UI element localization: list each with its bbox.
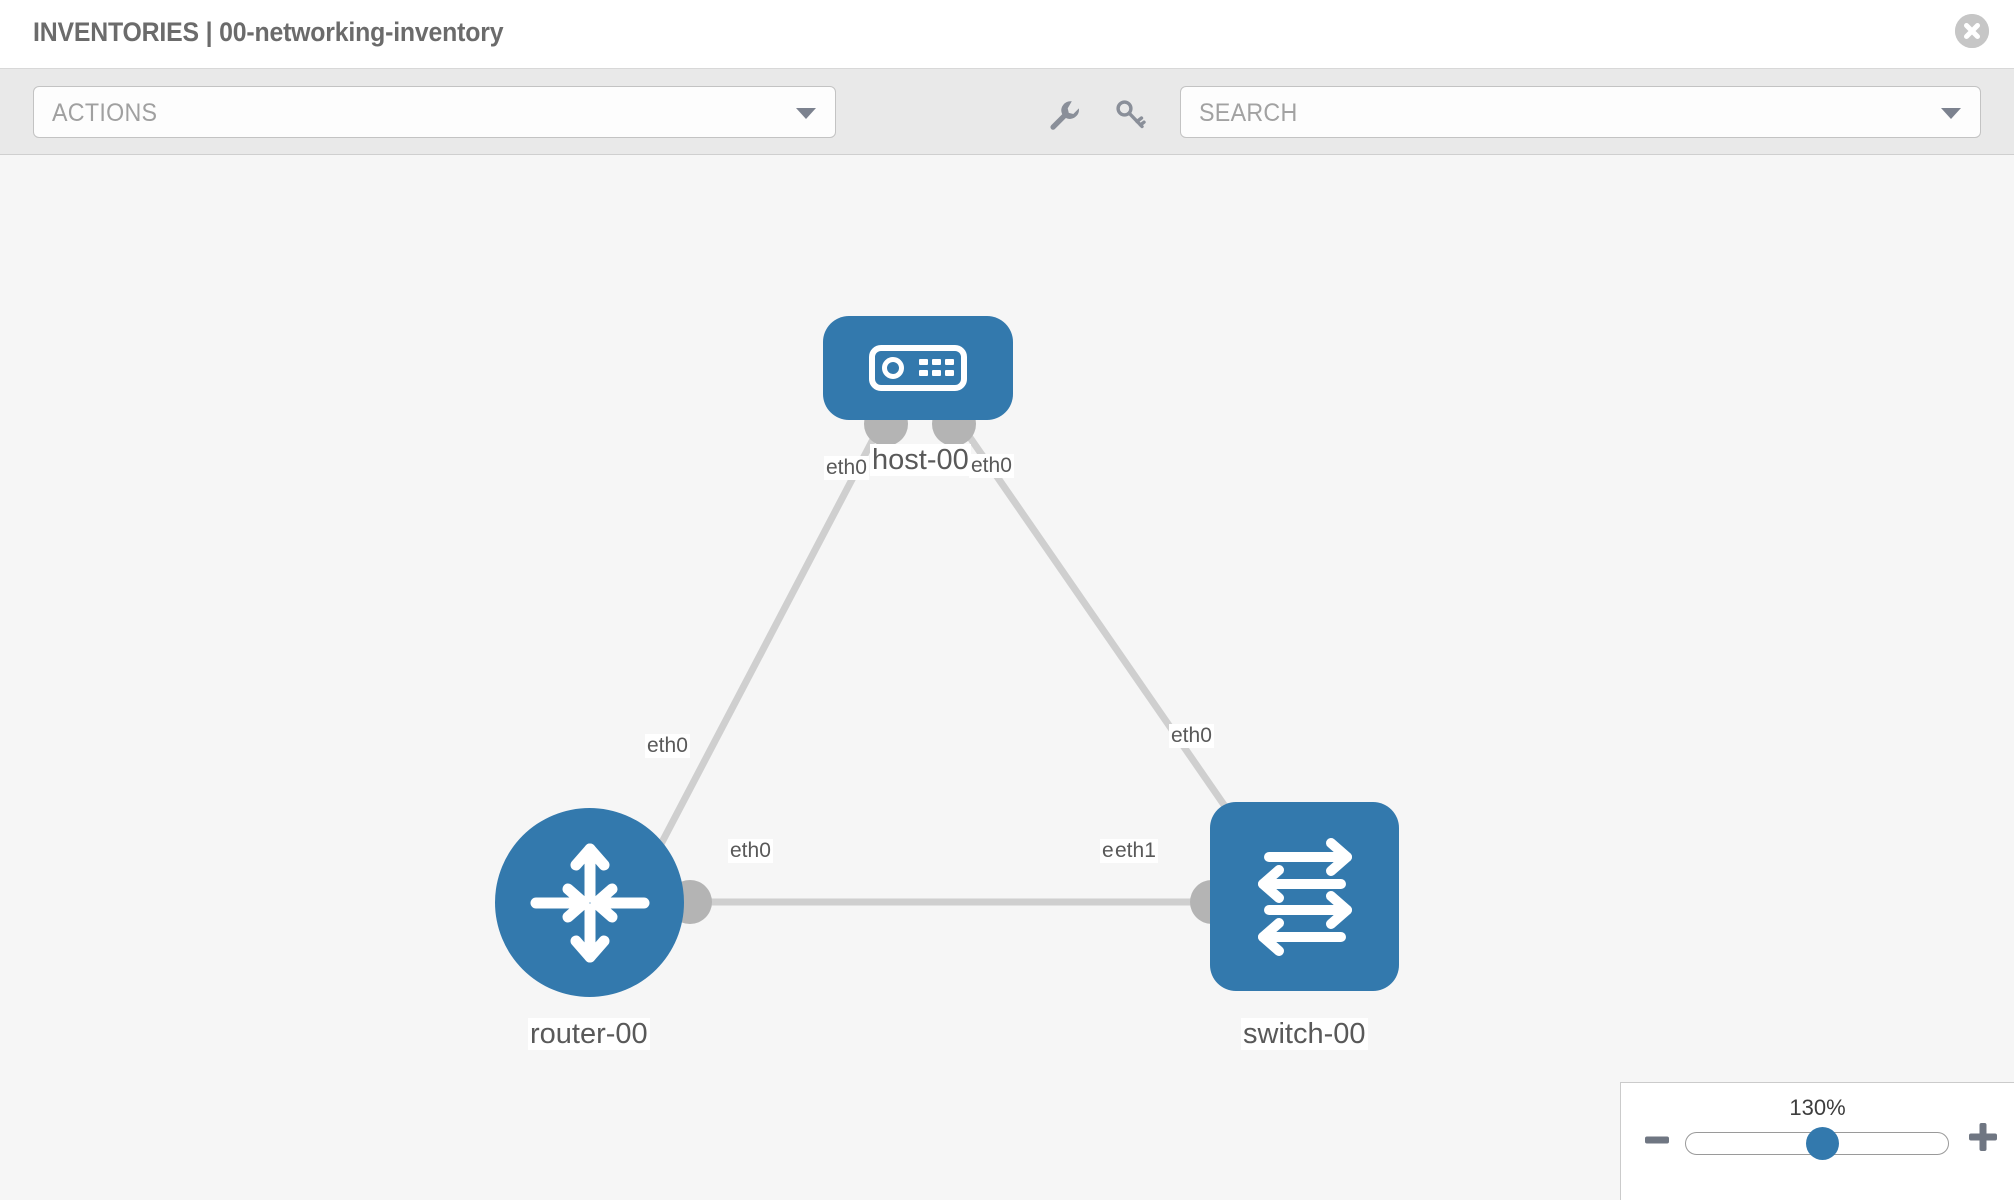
actions-dropdown[interactable]: ACTIONS [33, 86, 836, 138]
topology-node-host-00[interactable] [823, 316, 1013, 420]
interface-label-host-eth0-right: eth0 [969, 454, 1014, 479]
chevron-down-icon[interactable] [1941, 108, 1961, 119]
topology-edges [656, 424, 1243, 906]
edge-host-switch [959, 424, 1243, 830]
switch-arrows-icon [1257, 837, 1352, 956]
page-title: INVENTORIES | 00-networking-inventory [33, 17, 504, 47]
interface-label-host-eth0-left: eth0 [824, 456, 869, 481]
router-arrows-icon [530, 843, 649, 962]
wrench-icon[interactable] [1046, 97, 1082, 133]
toolbar: ACTIONS SEARCH [0, 69, 2014, 155]
zoom-control-panel: 130% [1620, 1082, 2014, 1200]
chevron-down-icon [796, 108, 816, 119]
key-icon[interactable] [1112, 97, 1148, 133]
topology-node-label-router-00: router-00 [528, 1018, 650, 1051]
actions-dropdown-label: ACTIONS [52, 99, 158, 127]
topology-node-label-switch-00: switch-00 [1241, 1018, 1368, 1051]
zoom-in-button[interactable] [1966, 1120, 2000, 1159]
page-header: INVENTORIES | 00-networking-inventory [0, 0, 2014, 69]
server-icon [869, 345, 967, 391]
topology-node-router-00[interactable] [495, 808, 684, 997]
interface-label-router-eth0-right: eth0 [728, 839, 773, 864]
edge-host-router [656, 424, 884, 848]
topology-graph [656, 402, 1260, 924]
interface-label-switch-eth0-uplink: eth0 [1169, 724, 1214, 749]
search-placeholder-label: SEARCH [1199, 99, 1298, 127]
search-input[interactable]: SEARCH [1180, 86, 1981, 138]
zoom-slider-thumb[interactable] [1806, 1127, 1839, 1160]
close-icon[interactable] [1955, 14, 1989, 48]
topology-node-switch-00[interactable] [1210, 802, 1399, 991]
interface-label-switch-eth1: eth1 [1113, 839, 1158, 864]
zoom-percent-label: 130% [1789, 1095, 1846, 1120]
zoom-out-button[interactable] [1643, 1126, 1671, 1159]
topology-node-label-host-00: host-00 [870, 444, 971, 477]
interface-label-router-eth0-uplink: eth0 [645, 734, 690, 759]
topology-canvas[interactable]: host-00 router-00 switch-00 eth0 eth0 et… [0, 156, 2014, 1200]
